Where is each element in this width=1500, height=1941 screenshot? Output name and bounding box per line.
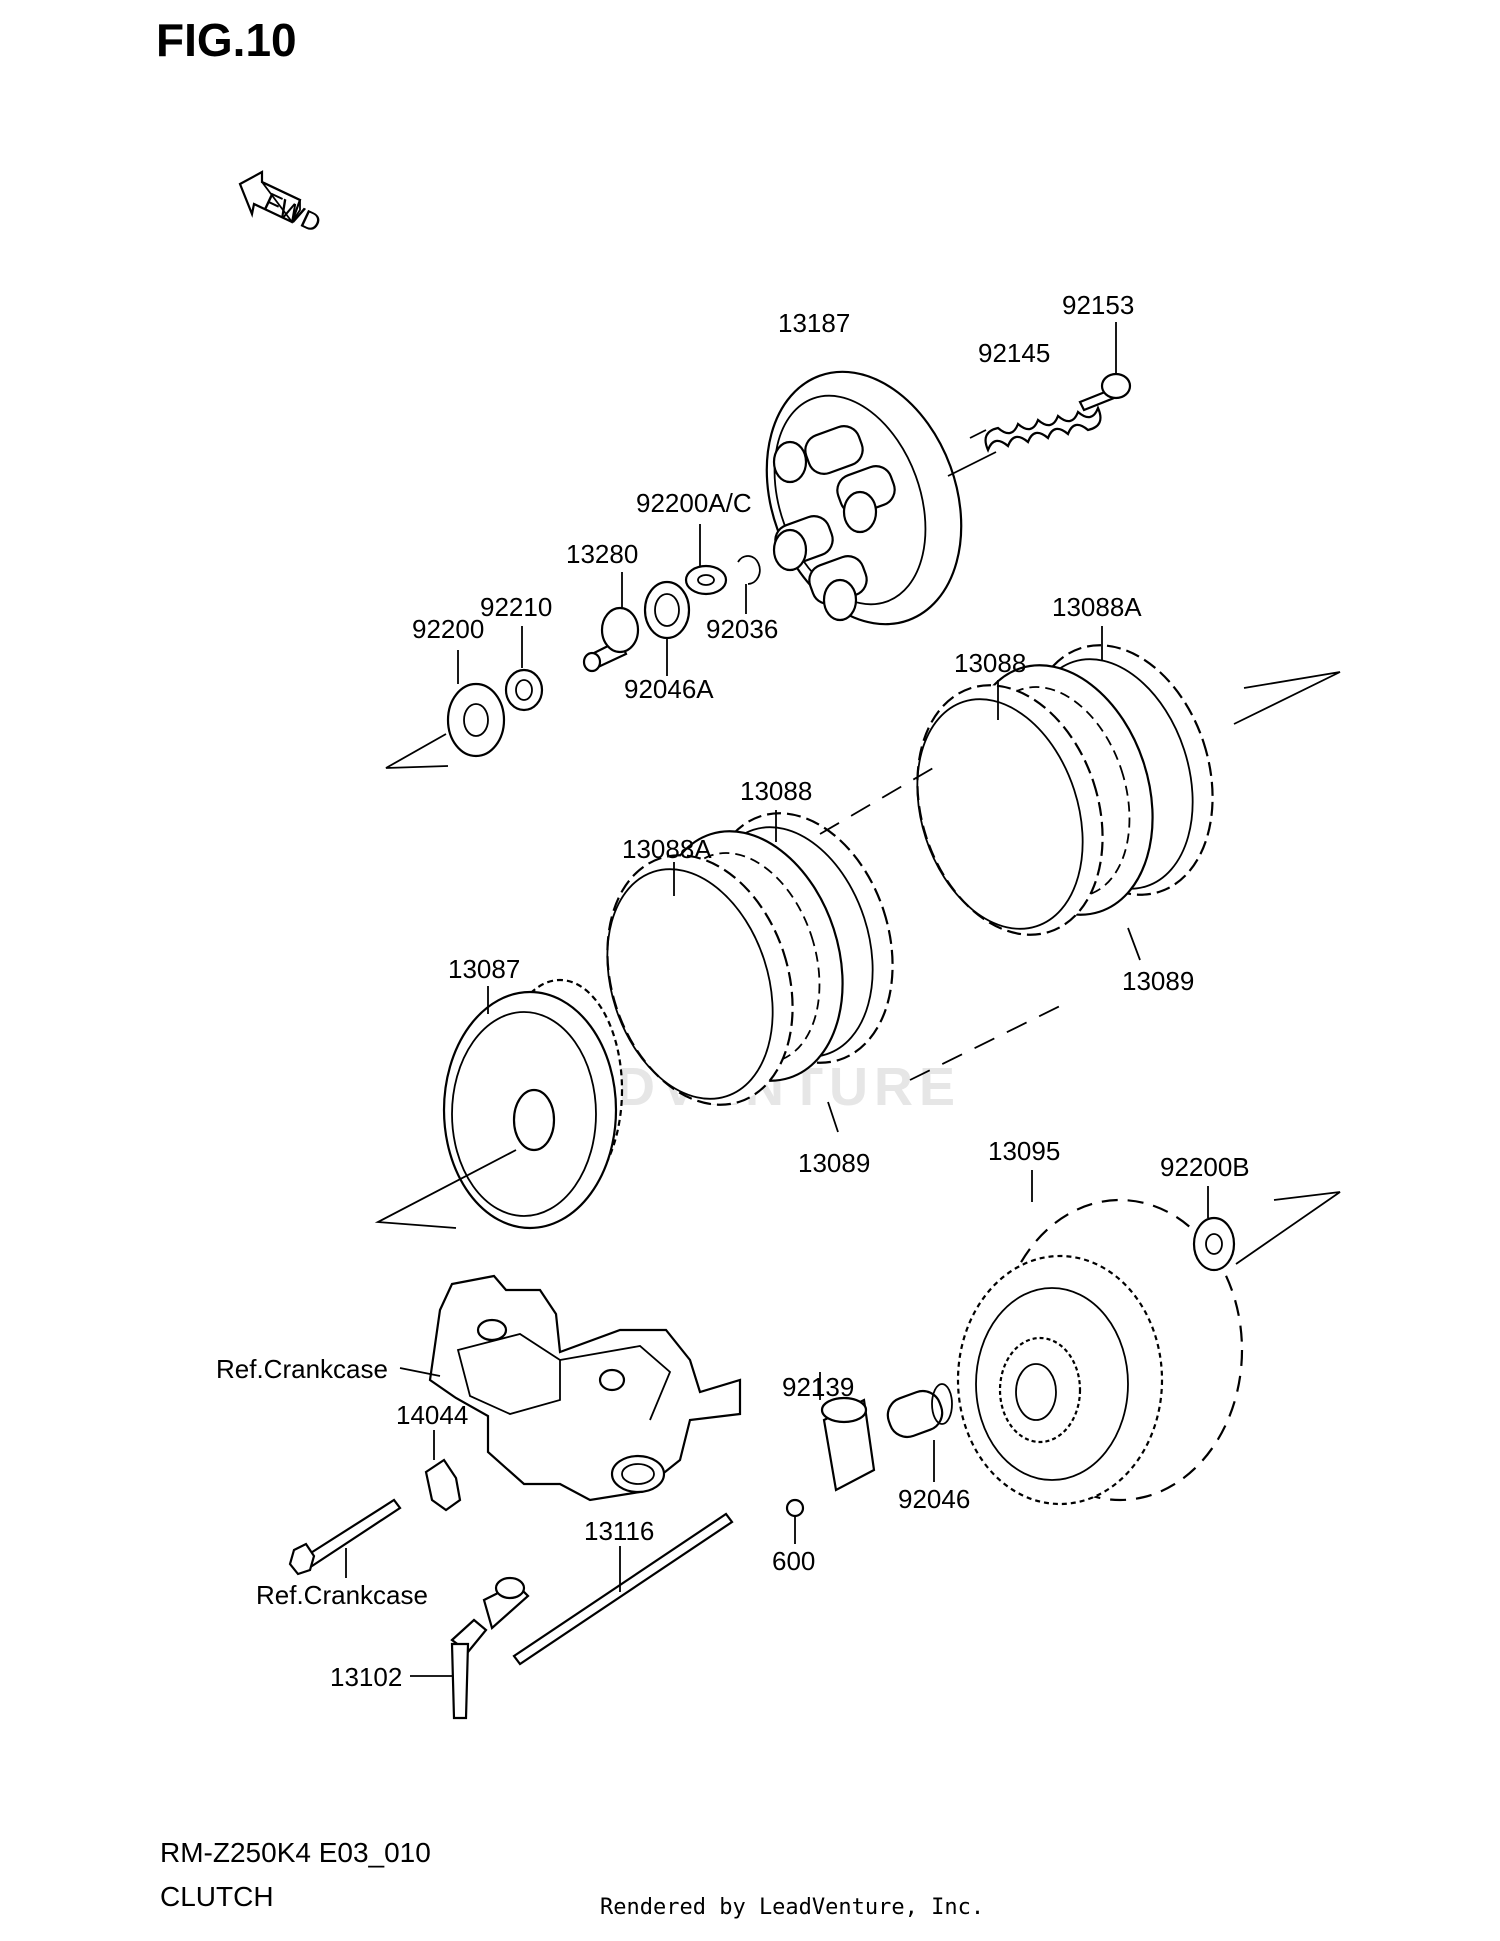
bolt-ref-crankcase [288,1498,402,1578]
section-name: CLUTCH [160,1881,274,1912]
label-13088A-right: 13088A [1052,592,1142,622]
primary-driven-gear-13087 [374,978,624,1230]
label-13088A-left: 13088A [622,834,712,864]
lifter-shaft-13102 [410,1576,530,1720]
label-92046: 92046 [898,1484,970,1514]
label-92036: 92036 [706,614,778,644]
washer-92200 [385,650,506,769]
bearing-92046A [643,580,691,676]
label-600: 600 [772,1546,815,1576]
label-92153: 92153 [1062,290,1134,320]
spring-92145 [947,405,1102,477]
clutch-housing-13095 [956,1170,1244,1506]
label-92200: 92200 [412,614,484,644]
label-92139: 92139 [782,1372,854,1402]
plate-stack-left [606,763,1061,1133]
pressure-plate-13187 [765,370,963,626]
label-92145: 92145 [978,338,1050,368]
label-13088-left: 13088 [740,776,812,806]
steel-ball-600 [785,1498,805,1544]
bracket-14044 [424,1430,462,1512]
label-92200B: 92200B [1160,1152,1250,1182]
washer-92200AC [684,524,728,596]
figure-title: FIG.10 [156,14,297,66]
nut-92210 [504,626,544,712]
push-rod-13116 [512,1512,734,1666]
label-92210: 92210 [480,592,552,622]
thrust-washer-92200B [1192,1186,1341,1272]
label-ref-crankcase-top: Ref.Crankcase [216,1354,388,1384]
needle-bearing-92046 [886,1383,953,1482]
label-13088-right: 13088 [954,648,1026,678]
label-92200AC: 92200A/C [636,488,752,518]
fwd-label: FWD [259,186,325,238]
label-14044: 14044 [396,1400,468,1430]
crankcase-reference [399,1274,742,1502]
spacer-92139 [819,1372,876,1492]
label-13087: 13087 [448,954,520,984]
push-piece-13280 [582,572,640,673]
label-13102: 13102 [330,1662,402,1692]
bolt-92153 [1078,322,1132,412]
label-13089-left: 13089 [798,1148,870,1178]
label-13116: 13116 [584,1516,654,1546]
render-credit: Rendered by LeadVenture, Inc. [600,1895,984,1920]
fwd-arrow-icon: FWD [238,170,326,238]
model-code: RM-Z250K4 E03_010 [160,1837,431,1868]
label-13095: 13095 [988,1136,1060,1166]
label-92046A: 92046A [624,674,714,704]
label-13089-right: 13089 [1122,966,1194,996]
label-13280: 13280 [566,539,638,569]
label-ref-crankcase-bottom: Ref.Crankcase [256,1580,428,1610]
circlip-92036 [737,555,761,614]
plate-stack-right [916,626,1341,961]
label-13187: 13187 [778,308,850,338]
